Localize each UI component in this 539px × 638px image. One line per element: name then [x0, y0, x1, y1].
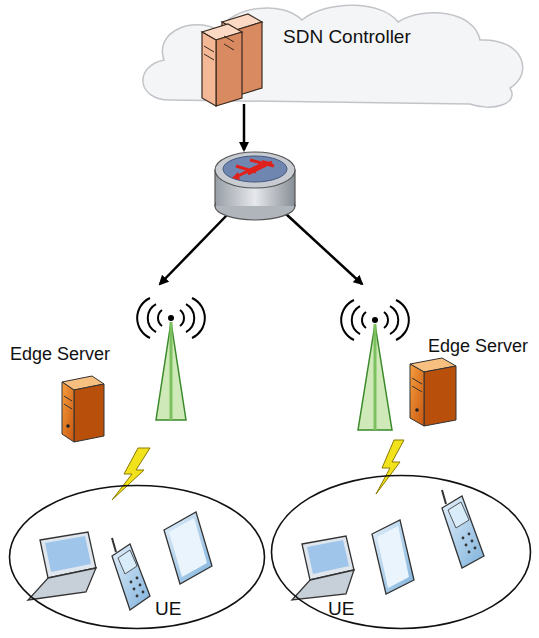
ue-group: UE [270, 474, 532, 630]
base-station [137, 298, 205, 420]
ue-group: UE [8, 484, 266, 630]
laptop-icon [292, 536, 354, 600]
ue-label: UE [328, 598, 354, 620]
ellipse-outline [270, 474, 532, 630]
cloud-outline [130, 0, 535, 112]
router-symbol [215, 152, 295, 220]
controller-cloud: SDN Controller [130, 0, 535, 112]
phone-icon [112, 538, 150, 610]
ellipse-outline [8, 484, 266, 630]
server-label: Edge Server [10, 344, 110, 365]
edge-server-icon [410, 358, 456, 426]
edge-server-icon [62, 376, 104, 442]
phone-icon [442, 490, 484, 568]
tablet-icon [164, 512, 212, 584]
laptop-icon [28, 532, 96, 600]
server-label: Edge Server [428, 336, 528, 357]
wireless-link [376, 440, 404, 494]
base-station [341, 300, 409, 430]
wireless-link [112, 448, 150, 500]
tablet-icon [372, 520, 414, 594]
ue-label: UE [155, 598, 181, 620]
controller-label: SDN Controller [283, 26, 411, 48]
